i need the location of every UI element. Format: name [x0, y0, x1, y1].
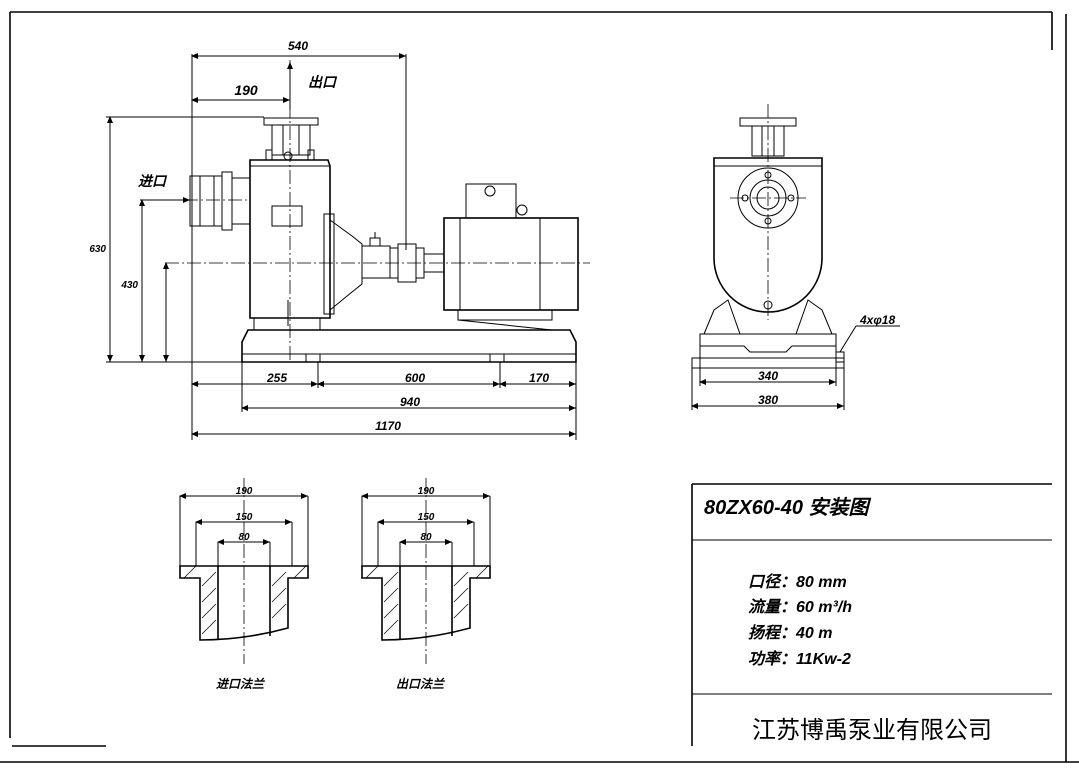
outlet-label: 出口 — [308, 74, 338, 90]
spec-flow: 流量：60 m³/h — [748, 598, 852, 616]
dim-340: 340 — [758, 369, 778, 383]
dim-1170: 1170 — [375, 419, 401, 433]
inlet-label: 进口 — [138, 173, 168, 189]
dim-170: 170 — [529, 371, 549, 385]
dim-430: 430 — [120, 280, 138, 291]
front-view: 540 190 出口 进口 630 430 255 600 170 940 11… — [89, 39, 590, 440]
outlet-flange-label: 出口法兰 — [396, 677, 446, 691]
dim-380: 380 — [758, 393, 778, 407]
title-block: 80ZX60-40 安装图 口径：80 mm 流量：60 m³/h 扬程：40 … — [691, 483, 1052, 746]
outlet-flange-detail: 190 150 80 出口法兰 — [361, 478, 491, 691]
inlet-flange-d2: 150 — [236, 512, 253, 523]
dim-940: 940 — [400, 395, 420, 409]
spec-head: 扬程：40 m — [748, 624, 832, 642]
dim-600: 600 — [405, 371, 425, 385]
dim-540: 540 — [288, 39, 308, 53]
outlet-flange-d3: 80 — [420, 532, 432, 543]
spec-power: 功率：11Kw-2 — [748, 650, 851, 668]
dim-255: 255 — [266, 371, 287, 385]
inlet-flange-detail: 190 150 80 进口法兰 — [179, 478, 309, 691]
drawing-title: 80ZX60-40 安装图 — [704, 496, 872, 519]
spec-bore: 口径：80 mm — [748, 573, 847, 591]
inlet-flange-label: 进口法兰 — [216, 677, 266, 691]
inlet-flange-d3: 80 — [238, 532, 250, 543]
side-view: 340 380 4xφ18 — [691, 104, 900, 410]
dim-190: 190 — [234, 82, 258, 98]
company-name: 江苏博禹泵业有限公司 — [752, 717, 992, 744]
outlet-flange-d1: 190 — [418, 486, 435, 497]
inlet-flange-d1: 190 — [236, 486, 253, 497]
outlet-flange-d2: 150 — [418, 512, 435, 523]
dim-630: 630 — [89, 244, 106, 255]
bolt-note: 4xφ18 — [859, 313, 895, 327]
drawing-frame — [0, 11, 1079, 763]
